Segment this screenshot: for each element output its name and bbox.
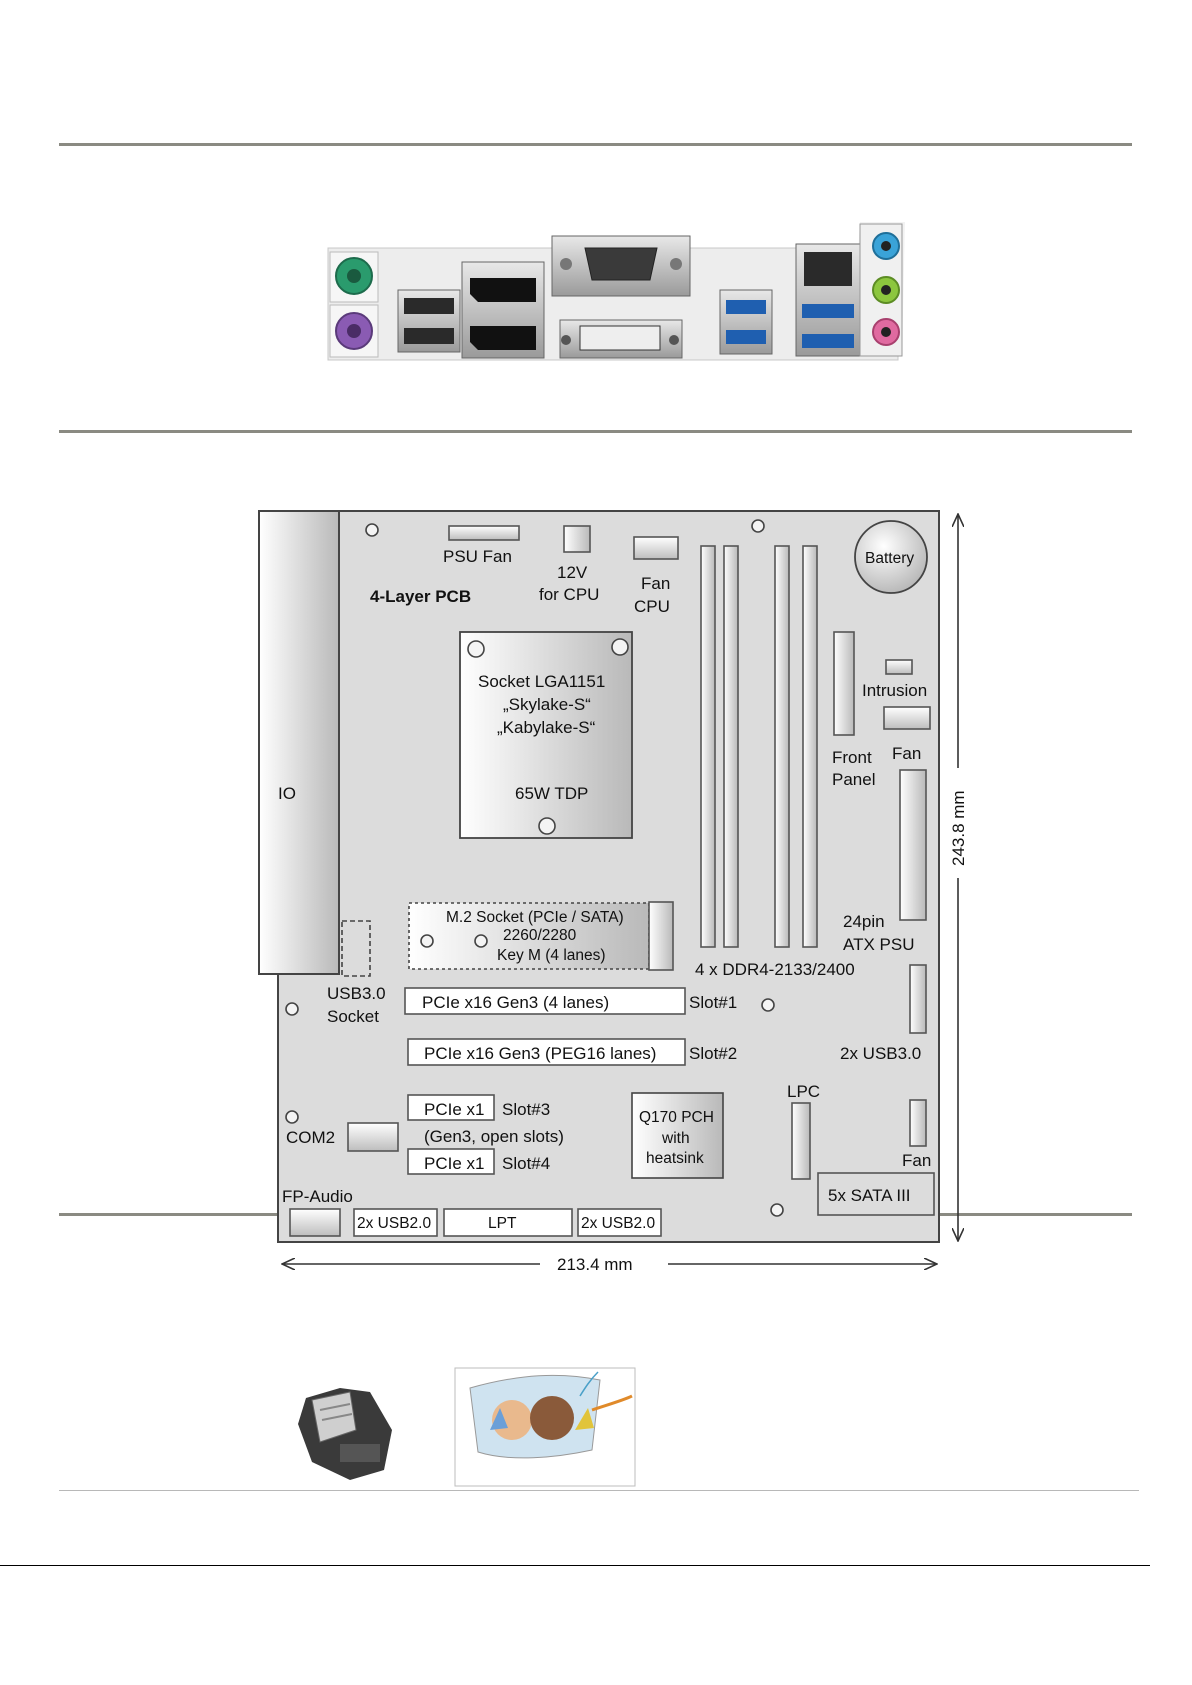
fp-audio-label: FP-Audio bbox=[282, 1187, 353, 1206]
m2-label-3: Key M (4 lanes) bbox=[497, 947, 606, 964]
mounting-holes bbox=[285, 519, 784, 1217]
footer-divider bbox=[59, 1490, 1139, 1491]
thermal-printer-module bbox=[298, 1388, 392, 1480]
touch-display-photo bbox=[454, 1367, 636, 1487]
cpu-fan-header bbox=[633, 536, 679, 560]
audio-jacks bbox=[859, 223, 903, 357]
battery bbox=[854, 520, 928, 594]
pcie-slot-3-label: PCIe x1 bbox=[424, 1100, 484, 1119]
front-panel-header bbox=[833, 631, 855, 736]
section-divider-top bbox=[59, 143, 1132, 146]
height-dimension: 243.8 mm bbox=[949, 514, 968, 1241]
ddr-label: 4 x DDR4-2133/2400 bbox=[695, 960, 855, 979]
pcie-slot-2-label: PCIe x16 Gen3 (PEG16 lanes) bbox=[424, 1044, 656, 1063]
usb3-socket-label-1: USB3.0 bbox=[327, 984, 386, 1003]
displayport-ports bbox=[461, 261, 545, 359]
board-layout: IO PSU Fan 12V for CPU Fan CPU 4-Layer P… bbox=[258, 510, 968, 1274]
pch-label-2: with bbox=[661, 1130, 690, 1147]
system-fan-2-label: Fan bbox=[902, 1151, 931, 1170]
usb2-header-b bbox=[577, 1208, 662, 1237]
cpu-fan-label-1: Fan bbox=[641, 574, 670, 593]
ddr-slots bbox=[700, 545, 818, 948]
slot-3-label: Slot#3 bbox=[502, 1100, 550, 1119]
section-divider-middle bbox=[59, 430, 1132, 433]
m2-socket bbox=[408, 902, 650, 970]
usb2-header-a bbox=[353, 1208, 438, 1237]
pcb-label: 4-Layer PCB bbox=[370, 587, 471, 606]
dvi-port bbox=[559, 319, 683, 359]
lan-usb3-ports bbox=[795, 243, 861, 357]
pcie-slot-3 bbox=[407, 1094, 495, 1121]
m2-label-1: M.2 Socket (PCIe / SATA) bbox=[446, 909, 624, 926]
atx-label-2: ATX PSU bbox=[843, 935, 914, 954]
m2-connector bbox=[648, 901, 674, 971]
pcie-slot-1-label: PCIe x16 Gen3 (4 lanes) bbox=[422, 993, 609, 1012]
pch-label-1: Q170 PCH bbox=[639, 1109, 714, 1126]
socket-label-1: Socket LGA1151 bbox=[478, 672, 605, 691]
cpu-power-label-2: for CPU bbox=[539, 585, 599, 604]
height-label: 243.8 mm bbox=[949, 790, 968, 866]
lpt-label: LPT bbox=[488, 1215, 517, 1232]
atx-power-connector bbox=[899, 769, 927, 921]
system-fan-header-2 bbox=[909, 1099, 927, 1147]
ps2-keyboard-port bbox=[329, 251, 379, 303]
usb3-socket-label-2: Socket bbox=[327, 1007, 379, 1026]
serial-com-port bbox=[551, 235, 691, 297]
socket-label-2: „Skylake-S“ bbox=[503, 695, 591, 714]
cpu-fan-label-2: CPU bbox=[634, 597, 670, 616]
slot-4-label: Slot#4 bbox=[502, 1154, 550, 1173]
com2-label: COM2 bbox=[286, 1128, 335, 1147]
io-panel-image bbox=[327, 222, 905, 361]
front-panel-label-2: Panel bbox=[832, 770, 875, 789]
fp-audio-header bbox=[289, 1208, 341, 1237]
cpu-power-connector bbox=[563, 525, 591, 553]
front-panel-label-1: Front bbox=[832, 748, 872, 767]
io-area bbox=[258, 510, 340, 975]
usb2-header-a-label: 2x USB2.0 bbox=[357, 1215, 431, 1232]
tdp-label: 65W TDP bbox=[515, 784, 588, 803]
pcie-slot-4 bbox=[407, 1148, 495, 1175]
intrusion-label: Intrusion bbox=[862, 681, 927, 700]
usb3-ports bbox=[719, 289, 773, 355]
lpc-header bbox=[791, 1102, 811, 1180]
usb2-header-b-label: 2x USB2.0 bbox=[581, 1215, 655, 1232]
pcie-note-label: (Gen3, open slots) bbox=[424, 1127, 564, 1146]
usb3-header-label: 2x USB3.0 bbox=[840, 1044, 921, 1063]
pch-label-3: heatsink bbox=[646, 1150, 704, 1167]
socket-label-3: „Kabylake-S“ bbox=[497, 718, 596, 737]
io-label: IO bbox=[278, 784, 296, 803]
width-label: 213.4 mm bbox=[557, 1255, 633, 1274]
psu-fan-header bbox=[448, 525, 520, 541]
com2-header bbox=[347, 1122, 399, 1152]
lpc-label: LPC bbox=[787, 1082, 820, 1101]
psu-fan-label: PSU Fan bbox=[443, 547, 512, 566]
system-fan-header bbox=[883, 706, 931, 730]
page-bottom-line bbox=[0, 1565, 1150, 1566]
battery-label: Battery bbox=[865, 550, 914, 567]
atx-label-1: 24pin bbox=[843, 912, 885, 931]
usb3-internal-socket bbox=[341, 920, 371, 977]
pch-chipset bbox=[631, 1092, 724, 1179]
pcie-slot-2 bbox=[407, 1038, 686, 1066]
intrusion-header bbox=[885, 659, 913, 675]
pcie-slot-4-label: PCIe x1 bbox=[424, 1154, 484, 1173]
cpu-socket bbox=[459, 631, 633, 839]
usb3-header bbox=[909, 964, 927, 1034]
slot-1-label: Slot#1 bbox=[689, 993, 737, 1012]
system-fan-label: Fan bbox=[892, 744, 921, 763]
pcie-slot-1 bbox=[404, 987, 686, 1015]
cpu-power-label-1: 12V bbox=[557, 563, 588, 582]
usb2-ports bbox=[397, 289, 461, 353]
m2-label-2: 2260/2280 bbox=[503, 927, 577, 944]
slot-2-label: Slot#2 bbox=[689, 1044, 737, 1063]
lpt-header bbox=[443, 1208, 573, 1237]
sata-connectors bbox=[817, 1172, 935, 1216]
sata-label: 5x SATA III bbox=[828, 1186, 911, 1205]
width-dimension: 213.4 mm bbox=[282, 1255, 937, 1274]
ps2-mouse-port bbox=[329, 304, 379, 358]
